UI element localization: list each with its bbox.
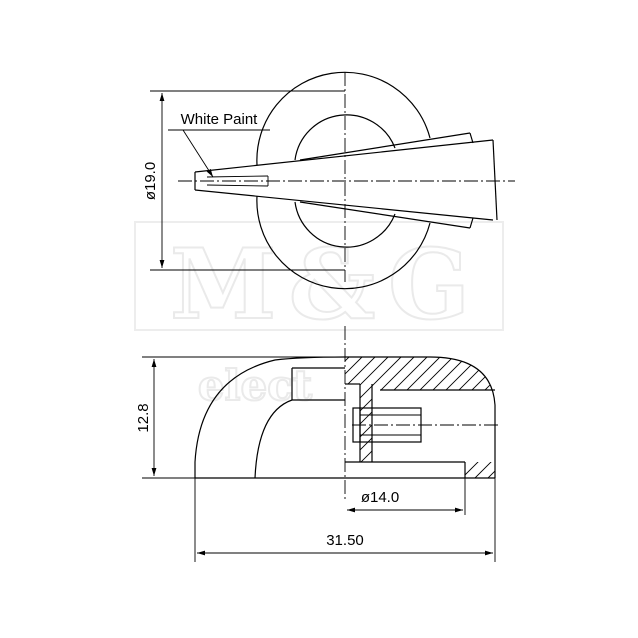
- hatch-line: [345, 357, 389, 478]
- hatch-line: [345, 357, 376, 478]
- knob-inner-dome: [254, 399, 345, 479]
- hatch-line: [514, 357, 635, 478]
- side-view: 12.8 ø14.0 31.50: [135, 326, 635, 562]
- overall-31-50-label: 31.50: [326, 532, 364, 549]
- height-12-8-label: 12.8: [135, 403, 152, 432]
- white-paint-stripe: [206, 175, 269, 187]
- bore-14-dimension: ø14.0: [347, 478, 466, 515]
- svg-text:M&G: M&G: [170, 228, 470, 341]
- diameter-19-label: ø19.0: [142, 162, 159, 200]
- bore-14-label: ø14.0: [361, 489, 399, 506]
- knob-dome-outline: [194, 356, 346, 478]
- diameter-19-dimension: ø19.0: [142, 90, 345, 271]
- hatch-line: [501, 357, 622, 478]
- hatch-line: [345, 357, 402, 478]
- top-view: White Paint ø19.0: [142, 71, 515, 290]
- section-outline: [345, 356, 496, 478]
- pointer-body: [194, 132, 498, 229]
- watermark-logo: M&G elect: [134, 221, 504, 411]
- hatch-line: [345, 357, 428, 478]
- hatch-line: [487, 357, 495, 478]
- outer-circle-upper: [256, 71, 431, 166]
- height-12-8-dimension: 12.8: [135, 356, 345, 479]
- outer-circle-lower: [256, 195, 431, 290]
- bore-void: [372, 390, 495, 462]
- white-paint-label: White Paint: [181, 111, 259, 128]
- inner-circle-lower: [294, 201, 396, 248]
- inner-circle-upper: [294, 114, 396, 161]
- overall-31-50-dimension: 31.50: [194, 478, 496, 562]
- white-paint-callout: White Paint: [168, 111, 270, 178]
